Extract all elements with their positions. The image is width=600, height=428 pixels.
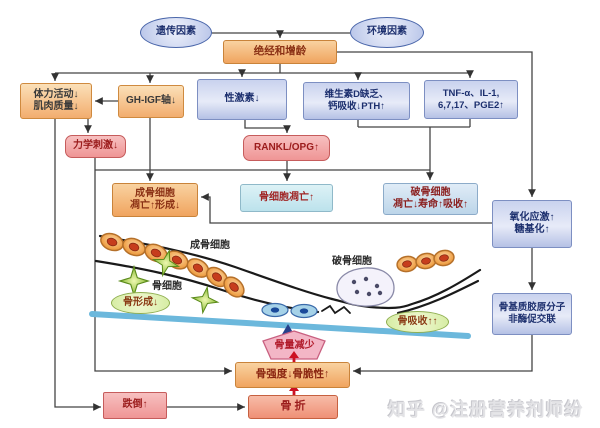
rankl-opg-box: RANKL/OPG↑ [243,135,330,161]
bone-strength-box: 骨强度↓骨脆性↑ [235,362,350,388]
osteoblast-apoptosis-box: 成骨细胞 凋亡↑形成↓ [112,183,198,217]
osteoblast-cells-right [396,249,455,273]
falls-box: 跌倒↑ [103,392,167,419]
bone-resorption-bubble: 骨吸收↑↑ [386,311,449,333]
osteocyte-label: 骨细胞 [152,281,182,292]
fracture-box: 骨 折 [248,395,338,419]
bone-base-line [89,311,471,339]
osteoclast-apoptosis-box: 破骨细胞 凋亡↓寿命↑吸收↑ [383,183,478,215]
osteoblast-cells-row [100,232,245,298]
vitamin-d-box: 维生素D缺乏、 钙吸收↓PTH↑ [303,82,410,120]
mechanical-stimulus-box: 力学刺激↓ [65,135,126,158]
osteocyte-apoptosis-box: 骨细胞凋亡↑ [240,184,333,212]
zhihu-watermark: 知乎 @注册营养剂师纷 [388,400,584,420]
osteoclast-cell [336,267,395,307]
bone-formation-bubble: 骨形成↓ [111,292,170,314]
lining-cells [261,302,318,319]
sex-hormone-box: 性激素↓ [197,79,287,120]
oxidative-stress-box: 氧化应激↑ 糖基化↑ [492,200,572,248]
connector-lines [51,30,536,411]
physical-activity-box: 体力活动↓ 肌肉质量↓ [20,83,92,119]
bone-loss-pentagon-label: 骨量减少 [274,339,315,351]
osteoclast-label: 破骨细胞 [332,256,372,267]
gh-igf-axis-box: GH-IGF轴↓ [118,85,184,118]
cytokines-box: TNF-α、IL-1, 6,7,17、PGE2↑ [424,80,518,119]
environmental-factors-ellipse: 环境因素 [350,17,424,48]
collagen-crosslink-box: 骨基质胶原分子 非酶促交联 [492,293,572,335]
osteoblast-label: 成骨细胞 [190,240,230,251]
genetic-factors-ellipse: 遗传因素 [140,17,212,48]
menopause-aging-box: 绝经和增龄 [223,40,337,64]
